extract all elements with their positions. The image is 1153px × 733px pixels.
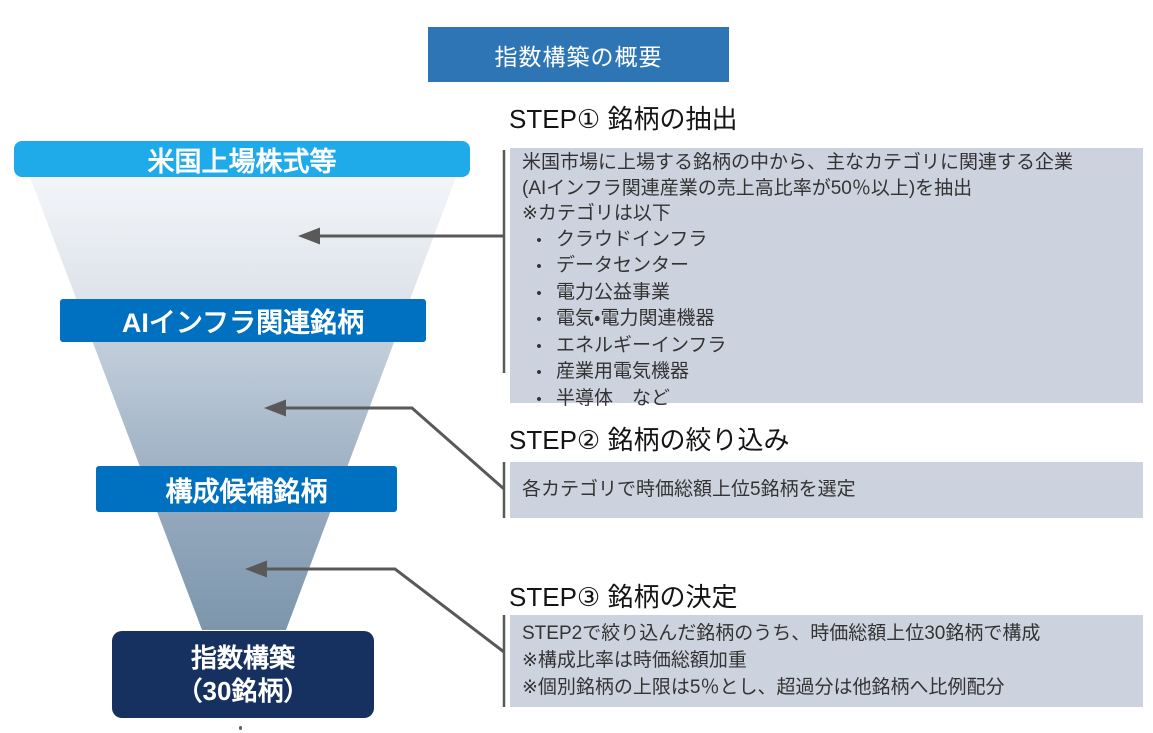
step1-line: 米国市場に上場する銘柄の中から、主なカテゴリに関連する企業 <box>522 152 1074 173</box>
step1-arrowhead-icon <box>298 227 320 245</box>
category-list-item: 電気・電力関連機器 <box>522 306 1135 333</box>
bullet-icon <box>522 333 556 360</box>
step3-line: ※構成比率は時価総額加重 <box>522 650 747 671</box>
bullet-icon <box>522 386 556 413</box>
funnel-stage-us-listed-equities: 米国上場株式等 <box>14 141 470 177</box>
category-list-item: クラウドインフラ <box>522 227 1135 254</box>
step3-detail-block: STEP2で絞り込んだ銘柄のうち、時価総額上位30銘柄で構成 ※構成比率は時価総… <box>510 615 1143 707</box>
step2-line: 各カテゴリで時価総額上位5銘柄を選定 <box>522 479 856 501</box>
funnel-stage-ai-infra-related: AIインフラ関連銘柄 <box>60 299 426 342</box>
category-list-item: エネルギーインフラ <box>522 333 1135 360</box>
step3-heading: STEP③ 銘柄の決定 <box>509 582 738 612</box>
funnel-polygon <box>30 177 456 630</box>
category-label: エネルギーインフラ <box>556 334 727 356</box>
step1-detail-block: 米国市場に上場する銘柄の中から、主なカテゴリに関連する企業 (AIインフラ関連産… <box>510 148 1143 409</box>
category-label: クラウドインフラ <box>556 228 708 250</box>
category-label: データセンター <box>556 255 690 276</box>
step2-arrowhead-icon <box>264 399 286 417</box>
step3-arrowhead-icon <box>245 560 267 578</box>
category-list-item: 半導体 など <box>522 386 1135 413</box>
bullet-icon <box>522 280 556 307</box>
category-label: 半導体 など <box>556 387 671 409</box>
page-title: 指数構築の概要 <box>494 43 663 70</box>
step3-line: STEP2で絞り込んだ銘柄のうち、時価総額上位30銘柄で構成 <box>522 623 1041 644</box>
result-line-1: 指数構築 <box>190 643 295 673</box>
step3-line: ※個別銘柄の上限は5％とし、超過分は他銘柄へ比例配分 <box>522 677 1005 698</box>
funnel-stage-candidate-names: 構成候補銘柄 <box>96 466 397 512</box>
category-list-item: データセンター <box>522 253 1135 280</box>
bullet-icon <box>522 306 556 333</box>
category-list-item: 産業用電気機器 <box>522 359 1135 386</box>
step2-heading: STEP② 銘柄の絞り込み <box>509 425 790 455</box>
result-line-2: （30銘柄） <box>176 675 310 706</box>
category-label: 電力公益事業 <box>556 281 671 303</box>
bullet-icon <box>522 253 556 280</box>
step1-line: (AIインフラ関連産業の売上高比率が50％以上)を抽出 <box>522 177 973 199</box>
category-label: 産業用電気機器 <box>556 361 690 382</box>
category-list-item: 電力公益事業 <box>522 280 1135 307</box>
step1-line: ※カテゴリは以下 <box>522 203 671 224</box>
bullet-icon <box>522 227 556 254</box>
category-label: 電気・電力関連機器 <box>556 308 715 329</box>
funnel-result-box: 指数構築 （30銘柄） <box>112 631 374 718</box>
bullet-icon <box>522 359 556 386</box>
step2-detail-block: 各カテゴリで時価総額上位5銘柄を選定 <box>510 462 1143 518</box>
step1-heading: STEP① 銘柄の抽出 <box>509 104 738 134</box>
title-banner: 指数構築の概要 <box>428 27 729 82</box>
stray-mark <box>239 726 242 730</box>
